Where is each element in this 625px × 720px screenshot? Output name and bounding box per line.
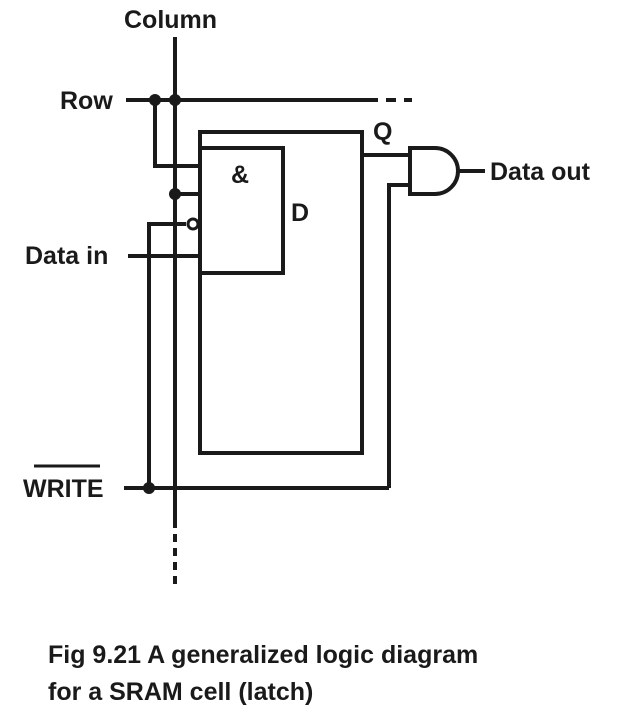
output-and-gate xyxy=(408,146,460,196)
write-to-and-wire xyxy=(147,222,186,488)
and-symbol-label: & xyxy=(231,161,249,189)
figure-caption: Fig 9.21 A generalized logic diagram for… xyxy=(48,637,608,711)
inversion-bubble xyxy=(186,217,200,231)
caption-line-2: for a SRAM cell (latch) xyxy=(48,678,314,706)
write-to-output-and-wire xyxy=(387,183,410,488)
column-label: Column xyxy=(124,6,217,34)
junction-dot-row-column xyxy=(169,94,181,106)
junction-dot-write xyxy=(143,482,155,494)
row-label: Row xyxy=(60,87,113,115)
write-label: WRITE xyxy=(23,475,104,503)
row-to-and-wire xyxy=(153,100,200,168)
data-in-label: Data in xyxy=(25,242,108,270)
caption-line-1: Fig 9.21 A generalized logic diagram xyxy=(48,641,479,669)
junction-dot-column xyxy=(169,188,181,200)
latch-loop xyxy=(198,130,364,455)
d-label: D xyxy=(291,199,309,227)
q-label: Q xyxy=(373,118,392,146)
data-out-label: Data out xyxy=(490,158,591,186)
junction-dot-row xyxy=(149,94,161,106)
and-gate-box xyxy=(198,146,285,275)
